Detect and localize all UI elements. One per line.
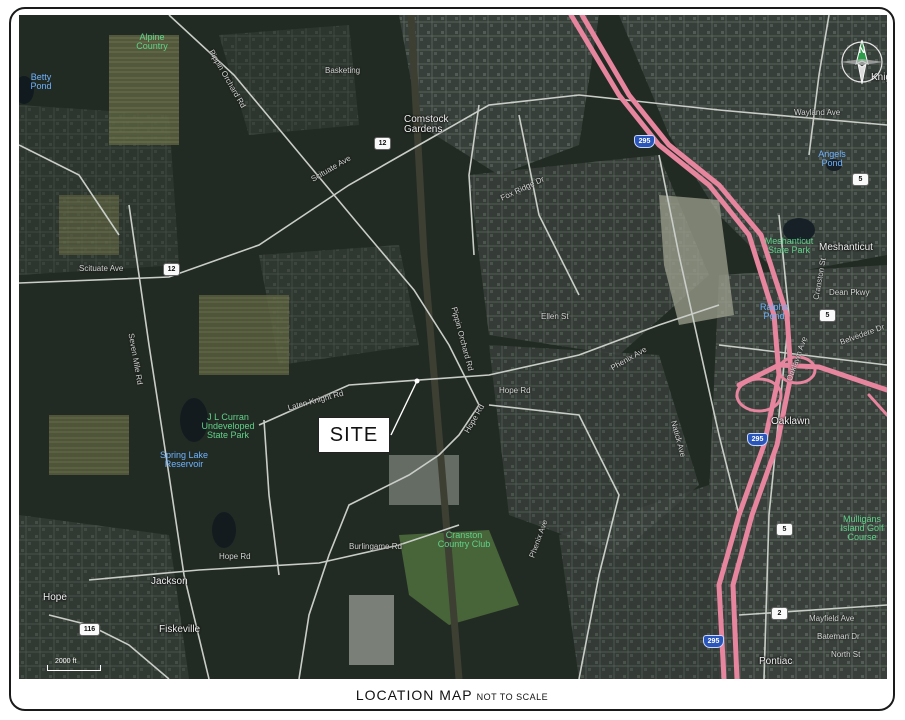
label-comstock-gardens: Comstock Gardens bbox=[404, 114, 449, 135]
road-dean-pkwy: Dean Pkwy bbox=[829, 288, 870, 297]
label-spring-lake: Spring Lake Reservoir bbox=[159, 450, 209, 469]
farm-fields bbox=[49, 35, 734, 665]
label-cranston-country-club: Cranston Country Club bbox=[437, 530, 491, 549]
label-meshanticut: Meshanticut bbox=[819, 242, 873, 253]
rail-corridor bbox=[407, 15, 463, 679]
caption-title: LOCATION MAP bbox=[355, 687, 473, 703]
route-5-shield-north: 5 bbox=[852, 173, 869, 186]
road-hope-rd-west: Hope Rd bbox=[219, 552, 251, 561]
i-295-shield-south: 295 bbox=[703, 635, 724, 648]
location-map-sheet: Comstock Gardens Meshanticut Oaklawn Hop… bbox=[9, 7, 895, 711]
site-callout[interactable]: SITE bbox=[318, 417, 390, 453]
label-curran-state-park: J L Curran Undeveloped State Park bbox=[201, 412, 255, 440]
road-scituate-ave-west: Scituate Ave bbox=[79, 264, 124, 273]
route-5-shield-south: 5 bbox=[776, 523, 793, 536]
scale-bar bbox=[47, 665, 101, 671]
aerial-imagery bbox=[19, 15, 887, 679]
i-295-shield-north: 295 bbox=[634, 135, 655, 148]
svg-text:N: N bbox=[859, 45, 866, 55]
road-wayland-ave: Wayland Ave bbox=[794, 108, 841, 117]
label-fiskeville: Fiskeville bbox=[159, 624, 201, 635]
road-bateman-dr: Bateman Dr bbox=[817, 632, 860, 641]
label-oaklawn: Oaklawn bbox=[771, 416, 810, 427]
road-burlingame: Burlingame Rd bbox=[349, 542, 402, 551]
aerial-map[interactable]: Comstock Gardens Meshanticut Oaklawn Hop… bbox=[19, 15, 887, 679]
label-ralph-pond: Ralphs Pond bbox=[759, 302, 788, 321]
road-mayfield-ave: Mayfield Ave bbox=[809, 614, 855, 623]
label-mulligans-golf: Mulligans Island Golf Course bbox=[840, 514, 884, 542]
label-alpine-country: Alpine Country bbox=[136, 32, 168, 51]
label-angell-pond: Angels Pond bbox=[818, 149, 846, 168]
caption-subtitle: NOT TO SCALE bbox=[476, 692, 549, 702]
interstate-295 bbox=[568, 15, 887, 679]
label-jackson: Jackson bbox=[151, 576, 188, 587]
site-marker[interactable] bbox=[414, 378, 420, 384]
label-knight: Knig bbox=[871, 72, 887, 83]
road-hope-rd-east: Hope Rd bbox=[499, 386, 531, 395]
route-2-shield: 2 bbox=[771, 607, 788, 620]
north-arrow-icon: N bbox=[837, 37, 887, 87]
road-ellen-st: Ellen St bbox=[541, 312, 569, 321]
label-meshanticut-state-park: Meshanticut State Park bbox=[764, 236, 814, 255]
route-12-shield-north: 12 bbox=[374, 137, 391, 150]
water-bodies bbox=[19, 76, 842, 548]
route-12-shield-west: 12 bbox=[163, 263, 180, 276]
local-roads bbox=[19, 15, 887, 679]
label-betty-pond: Betty Pond bbox=[30, 72, 52, 91]
route-5-shield-mid: 5 bbox=[819, 309, 836, 322]
scale-label: 2000 ft bbox=[55, 658, 77, 665]
label-hope: Hope bbox=[43, 592, 67, 603]
site-leader-line bbox=[390, 380, 418, 436]
road-north-st: North St bbox=[831, 650, 861, 659]
label-pontiac: Pontiac bbox=[759, 656, 793, 667]
route-116-shield: 116 bbox=[79, 623, 100, 636]
i-295-shield-mid: 295 bbox=[747, 433, 768, 446]
road-basketing: Basketing bbox=[325, 66, 361, 75]
